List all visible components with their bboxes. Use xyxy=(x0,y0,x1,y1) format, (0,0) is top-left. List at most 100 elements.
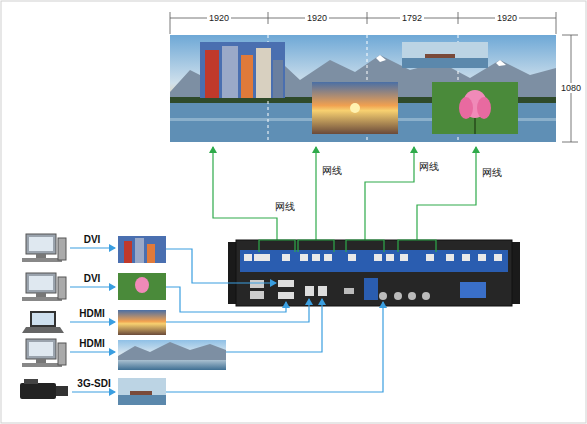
dimension-lines-part xyxy=(268,12,269,24)
thumb-panorama-part xyxy=(118,340,226,370)
window-lotus-part xyxy=(477,97,491,119)
signal-cables-part xyxy=(72,391,115,392)
video-processor-part-part xyxy=(446,254,454,261)
video-processor-part xyxy=(422,292,430,300)
laptop-icon-part xyxy=(22,327,64,333)
video-processor-part-part xyxy=(312,254,320,261)
thumb-sunset xyxy=(118,310,166,335)
signal-cables-part xyxy=(226,299,322,352)
led-screen xyxy=(170,35,556,142)
dimension-lines-part xyxy=(556,12,557,34)
window-buildings-part xyxy=(273,60,283,98)
video-processor-part-part xyxy=(244,254,252,261)
computer-icon xyxy=(22,273,66,301)
laptop-icon-part xyxy=(32,313,54,325)
signal-cables-part xyxy=(70,321,115,322)
window-buildings-part xyxy=(200,42,285,98)
computer-icon-part xyxy=(22,258,62,262)
computer-icon-part xyxy=(36,254,46,258)
signal-cables-part xyxy=(166,302,383,392)
cable-label: 网线 xyxy=(418,161,440,173)
thumb-lake-part xyxy=(118,378,166,405)
cable-label: 网线 xyxy=(274,201,296,213)
computer-icon xyxy=(22,234,66,262)
thumb-sunset-part xyxy=(118,310,166,335)
window-lake-part xyxy=(402,58,488,68)
computer-icon xyxy=(22,339,66,367)
laptop-icon xyxy=(22,311,64,333)
signal-cables-part xyxy=(70,286,115,287)
thumb-panorama xyxy=(118,340,226,370)
network-cables-part xyxy=(213,147,277,240)
dimension-lines-part xyxy=(367,12,368,24)
video-processor-part-part xyxy=(400,254,408,261)
camera-icon-part xyxy=(20,383,56,399)
thumb-buildings-part xyxy=(147,244,155,263)
video-processor-part xyxy=(344,288,354,294)
computer-icon-part xyxy=(58,277,66,299)
video-processor-part-part xyxy=(426,254,434,261)
cable-label: 网线 xyxy=(481,167,503,179)
computer-icon-part xyxy=(22,297,62,301)
signal-label: DVI xyxy=(84,273,101,285)
computer-icon-part xyxy=(58,238,66,260)
window-sunset xyxy=(312,82,398,134)
dimension-label: 1920 xyxy=(207,13,231,23)
thumb-buildings-part xyxy=(118,236,166,263)
video-processor-part xyxy=(364,278,378,300)
video-processor-part xyxy=(460,282,486,298)
video-processor-part-part xyxy=(462,254,470,261)
video-processor-part-part xyxy=(478,254,486,261)
video-processor-part xyxy=(278,292,294,299)
thumb-buildings xyxy=(118,236,166,263)
video-processor-part-part xyxy=(324,254,332,261)
dimension-lines-part xyxy=(458,12,459,24)
video-processor-part-part xyxy=(254,254,262,261)
video-processor-part xyxy=(394,292,402,300)
computer-icon-part xyxy=(29,342,53,356)
dimension-lines-part xyxy=(170,12,171,34)
camera-icon-part xyxy=(24,379,38,384)
thumb-lake-part xyxy=(130,391,152,395)
window-buildings-part xyxy=(256,48,271,98)
signal-label: DVI xyxy=(84,234,101,246)
signal-cables-part xyxy=(70,351,115,352)
video-processor-part-part xyxy=(348,254,356,261)
video-processor-part xyxy=(240,250,508,272)
dimension-label: 1920 xyxy=(495,13,519,23)
signal-label: HDMI xyxy=(79,308,105,320)
signal-label: 3G-SDI xyxy=(77,378,110,390)
led-screen-part xyxy=(170,35,556,142)
thumb-lotus-part xyxy=(135,277,149,293)
window-lotus-part xyxy=(459,97,473,119)
video-processor-part xyxy=(278,280,294,287)
dimension-label: 1792 xyxy=(400,13,424,23)
dimension-lines-part xyxy=(562,142,578,143)
computer-icon-part xyxy=(26,339,56,359)
window-lotus-part xyxy=(474,118,476,134)
thumb-lake xyxy=(118,378,166,405)
video-processor-part xyxy=(305,286,314,296)
window-lake-part xyxy=(425,54,455,58)
network-cables-part xyxy=(417,147,476,240)
window-buildings-part xyxy=(222,46,238,98)
video-processor-part-part xyxy=(374,254,382,261)
computer-icon-part xyxy=(22,363,62,367)
computer-icon-part xyxy=(26,234,56,254)
video-processor-part-part xyxy=(398,240,436,252)
laptop-icon-part xyxy=(30,311,56,327)
video-processor-part xyxy=(244,254,502,261)
computer-icon-part xyxy=(26,273,56,293)
network-cables-part xyxy=(365,147,414,240)
video-processor-part-part xyxy=(300,254,308,261)
led-screen-part xyxy=(496,60,506,66)
computer-icon-part xyxy=(29,237,53,251)
network-cables xyxy=(213,147,476,240)
video-processor-part-part xyxy=(494,254,502,261)
video-processor-part xyxy=(379,292,387,300)
network-cables-part xyxy=(315,147,316,240)
window-sunset-part xyxy=(312,82,398,134)
video-processor xyxy=(228,240,520,306)
